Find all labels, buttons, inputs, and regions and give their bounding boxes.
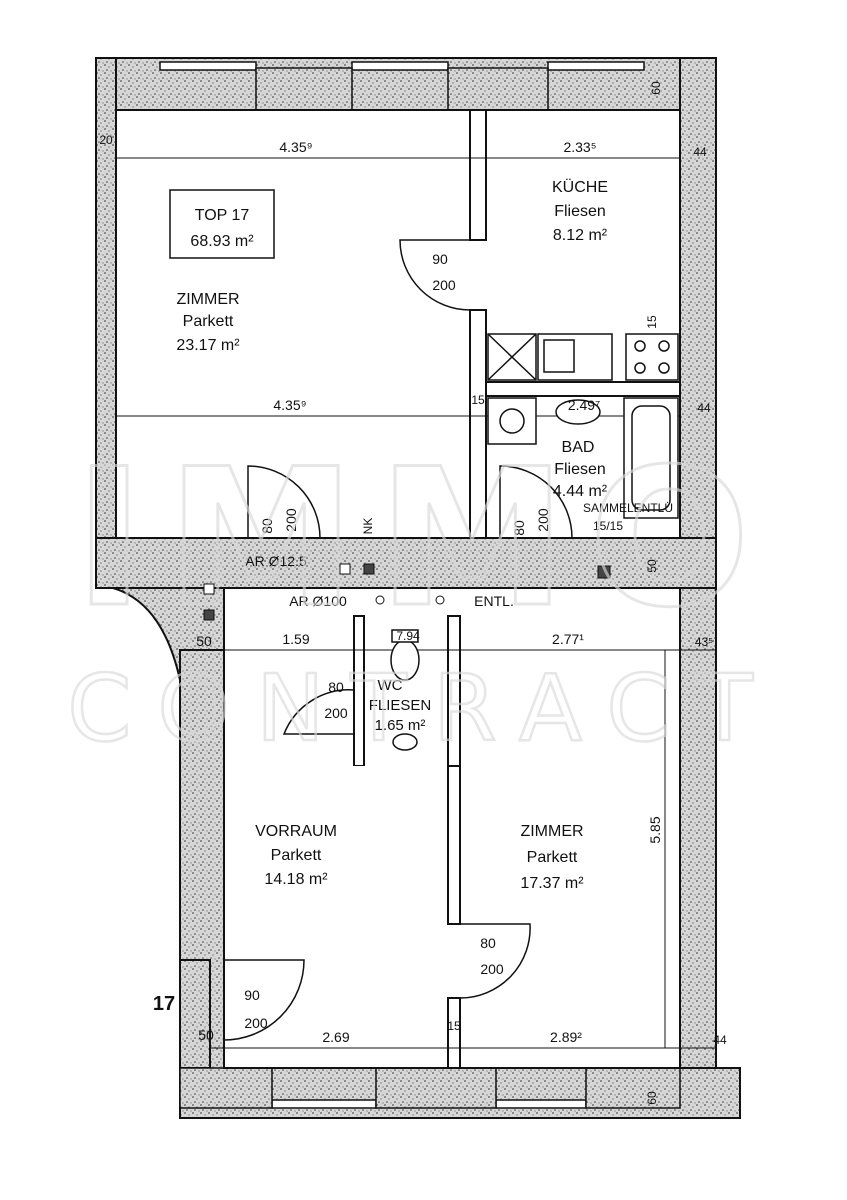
wc-basin — [392, 733, 418, 751]
sammel-label: SAMMELENTLÜ — [583, 501, 673, 515]
entrance-number: 17 — [153, 993, 175, 1015]
ar-box-2 — [203, 609, 215, 621]
window-bottom-1 — [271, 1099, 377, 1109]
ar-100-label: AR Ø100 — [289, 593, 347, 609]
dim-right-43: 43⁵ — [695, 635, 713, 649]
bad-name: BAD — [562, 439, 595, 456]
door-entrance-w: 90 — [244, 987, 260, 1003]
dim-top-right: 44 — [693, 145, 707, 159]
dim-kueche-wall: 15 — [645, 315, 659, 329]
window-top-3 — [547, 61, 645, 71]
kueche-floor: Fliesen — [554, 203, 606, 220]
zimmer-large-name: ZIMMER — [176, 291, 239, 308]
dim-mid-wall: 15 — [471, 393, 485, 407]
wall-middle-band — [95, 537, 717, 589]
door-kueche-h: 200 — [432, 277, 456, 293]
door-bad — [499, 465, 573, 539]
door-zimmer-small-w: 80 — [480, 935, 496, 951]
window-top-2 — [351, 61, 449, 71]
dim-mid-bad: 2.49⁷ — [568, 397, 600, 413]
nk-box-1 — [339, 563, 351, 575]
partition-vorraum-zimmer — [447, 765, 461, 925]
door-wc-h: 200 — [324, 705, 348, 721]
watermark-line1: IMMO — [74, 428, 772, 649]
dim-mid-right: 44 — [697, 401, 711, 415]
partition-vertical-top — [469, 109, 487, 241]
door-wc-w: 80 — [328, 679, 344, 695]
partition-vorraum-zimmer-lower — [447, 997, 461, 1069]
dim-bottom-44: 44 — [713, 1033, 727, 1047]
unit-label: TOP 17 — [195, 207, 250, 224]
unit-area: 68.93 m² — [190, 233, 254, 250]
kitchen-counter — [487, 333, 679, 381]
door-zimmer-large-h: 200 — [283, 508, 299, 532]
bad-area: 4.44 m² — [553, 483, 608, 500]
zimmer-large-area: 23.17 m² — [176, 337, 240, 354]
dim-bottom-269: 2.69 — [322, 1029, 349, 1045]
dim-right-50: 50 — [645, 559, 659, 573]
dim-bottom-289: 2.89² — [550, 1029, 582, 1045]
zimmer-small-name: ZIMMER — [520, 823, 583, 840]
dim-vorraum-159: 1.59 — [282, 631, 309, 647]
door-zimmer-large — [247, 465, 321, 539]
sammel-box — [597, 565, 611, 579]
dim-top-zimmer: 4.35⁹ — [279, 139, 312, 155]
unit-label-box — [169, 189, 275, 259]
dim-mid-zimmer: 4.35⁹ — [273, 397, 306, 413]
dim-bottom-50: 50 — [198, 1027, 214, 1043]
dim-top-kueche: 2.33⁵ — [563, 139, 596, 155]
partition-vertical-mid — [469, 309, 487, 539]
dim-top-left-wall: 20 — [99, 133, 113, 147]
dim-height-585: 5.85 — [647, 816, 663, 843]
door-entrance-h: 200 — [244, 1015, 268, 1031]
door-bad-w: 80 — [511, 520, 527, 536]
dim-left-50: 50 — [196, 633, 212, 649]
nk-label: NK — [361, 518, 375, 535]
entl-label: ENTL. — [474, 593, 514, 609]
zimmer-large-floor: Parkett — [183, 313, 234, 330]
ar-box-1 — [203, 583, 215, 595]
washbasin — [555, 399, 601, 425]
nk-box-2 — [363, 563, 375, 575]
wc-name: WC — [378, 677, 403, 694]
door-bad-h: 200 — [535, 508, 551, 532]
kueche-area: 8.12 m² — [553, 227, 608, 244]
vorraum-name: VORRAUM — [255, 823, 337, 840]
vorraum-area: 14.18 m² — [264, 871, 328, 888]
bad-floor: Fliesen — [554, 461, 606, 478]
kitchen-stove — [625, 333, 679, 381]
door-zimmer-small-h: 200 — [480, 961, 504, 977]
door-zimmer-small — [459, 923, 531, 999]
door-wc — [282, 620, 355, 735]
ar-100-circle — [375, 595, 385, 605]
sammel-size-label: 15/15 — [593, 519, 623, 533]
vorraum-floor: Parkett — [271, 847, 322, 864]
ar-circle-2 — [435, 595, 445, 605]
wc-floor: FLIESEN — [369, 697, 432, 714]
shaft-symbols — [203, 563, 611, 621]
dim-zimmer-277: 2.77¹ — [552, 631, 584, 647]
dim-corner-bottom: 60 — [645, 1091, 659, 1105]
watermark-line2: CONTRACT — [67, 655, 779, 762]
kueche-name: KÜCHE — [552, 178, 608, 196]
door-entrance — [223, 959, 305, 1041]
door-kueche — [399, 239, 471, 311]
door-zimmer-large-w: 80 — [259, 518, 275, 534]
doors — [223, 239, 573, 1041]
partition-kueche-bad — [485, 381, 681, 397]
zimmer-small-floor: Parkett — [527, 849, 578, 866]
ar-125-label: AR Ø12.5 — [245, 553, 307, 569]
dim-bottom-wall: 15 — [447, 1019, 461, 1033]
bath-fixtures — [390, 397, 679, 751]
wc-area: 1.65 m² — [375, 717, 426, 734]
zimmer-small-area: 17.37 m² — [520, 875, 584, 892]
wc-seat-label: 7.94 — [396, 629, 420, 643]
window-bottom-2 — [495, 1099, 587, 1109]
door-kueche-w: 90 — [432, 251, 448, 267]
window-top-1 — [159, 61, 257, 71]
dim-corner-top: 60 — [649, 81, 663, 95]
